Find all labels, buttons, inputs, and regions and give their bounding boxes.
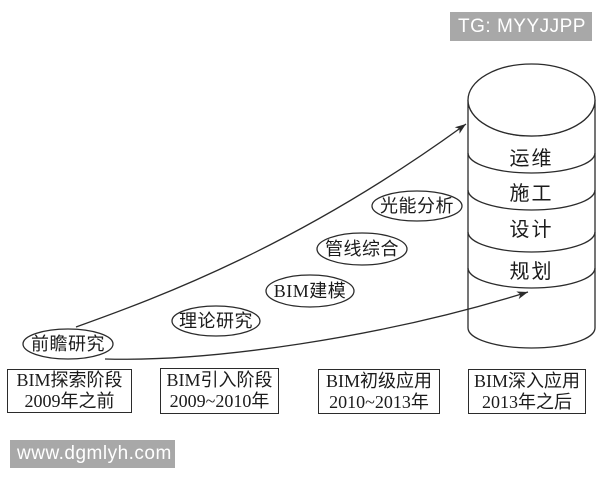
milestone-ellipse (316, 232, 408, 266)
milestone-ellipse (22, 328, 114, 360)
cylinder-layer-label: 设计 (510, 218, 554, 241)
milestone-label: BIM建模 (274, 281, 347, 301)
stage-box-primary-application: BIM初级应用 2010~2013年 (318, 369, 440, 414)
upper-growth-arrow (75, 123, 467, 328)
stage-period: 2009年之前 (24, 391, 115, 411)
lower-growth-arrow (104, 291, 529, 360)
milestone-ellipse (171, 305, 261, 337)
telegram-badge: TG: MYYJJPP (450, 12, 592, 41)
stage-name: BIM深入应用 (473, 370, 580, 391)
cylinder-divider (467, 267, 596, 289)
cylinder-divider (467, 152, 596, 174)
cylinder-layer-label: 运维 (510, 147, 554, 170)
stage-name: BIM初级应用 (325, 370, 432, 391)
telegram-badge-label: TG: MYYJJPP (458, 15, 586, 37)
cylinder-top-ellipse (467, 63, 596, 137)
cylinder-divider (467, 189, 596, 211)
stage-period: 2010~2013年 (329, 391, 429, 412)
stage-box-exploration: BIM探索阶段 2009年之前 (7, 369, 132, 413)
cylinder-layer-label: 施工 (510, 182, 554, 205)
cylinder-layer-label: 规划 (510, 260, 554, 283)
stage-period: 2009~2010年 (169, 391, 270, 411)
milestone-group: 前瞻研究 理论研究 BIM建模 管线综合 光能分析 (22, 190, 463, 360)
bim-cylinder: 运维 施工 设计 规划 (467, 63, 596, 349)
stage-box-deep-application: BIM深入应用 2013年之后 (468, 369, 586, 414)
stage-name: BIM探索阶段 (16, 370, 123, 390)
website-badge: www.dgmlyh.com (10, 440, 175, 468)
stage-name: BIM引入阶段 (166, 370, 273, 390)
milestone-label: 管线综合 (325, 239, 399, 259)
cylinder-divider (467, 231, 596, 253)
stage-box-introduction: BIM引入阶段 2009~2010年 (160, 368, 279, 414)
milestone-ellipse (265, 274, 355, 308)
milestone-label: 光能分析 (380, 196, 454, 216)
milestone-ellipse (371, 190, 463, 222)
website-badge-label: www.dgmlyh.com (17, 443, 172, 464)
stage-period: 2013年之后 (482, 391, 572, 412)
milestone-label: 理论研究 (179, 311, 253, 331)
milestone-label: 前瞻研究 (31, 334, 105, 354)
